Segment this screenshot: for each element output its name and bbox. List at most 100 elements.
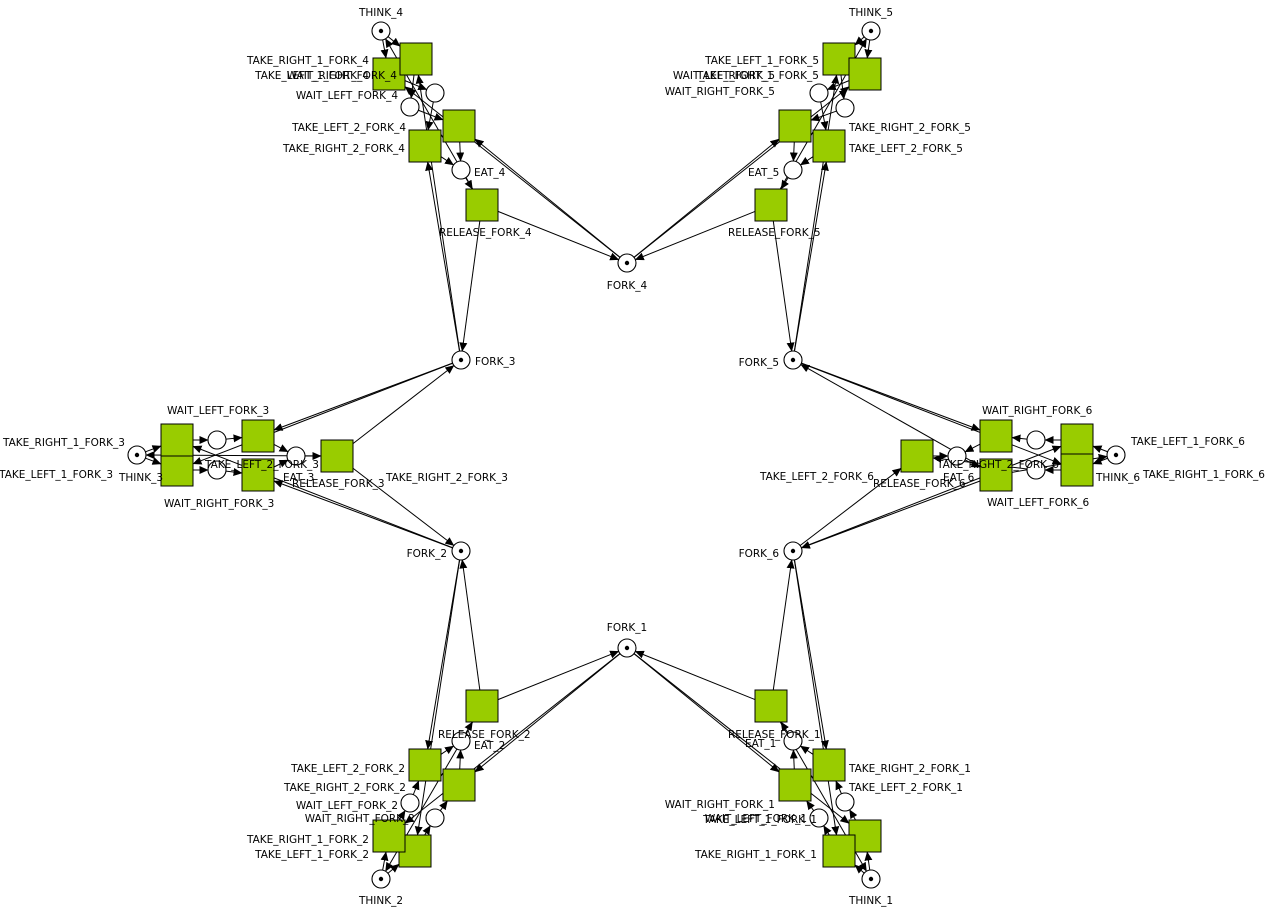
place-circle[interactable]: [783, 160, 803, 180]
transition-take-right-2-fork-2[interactable]: [442, 768, 476, 802]
place-circle[interactable]: [809, 808, 829, 828]
place-fork-5[interactable]: [783, 350, 803, 370]
arc-think-2-to-take-right-1-fork-2: [380, 851, 389, 871]
place-circle[interactable]: [451, 731, 471, 751]
transition-take-left-2-fork-6[interactable]: [900, 439, 934, 473]
place-eat-6[interactable]: [947, 446, 967, 466]
arc-wait-left-fork-3-to-take-left-2-fork-3: [225, 434, 243, 443]
place-fork-4[interactable]: [617, 253, 637, 273]
place-think-2[interactable]: [371, 869, 391, 889]
place-wait-left-fork-5[interactable]: [809, 83, 829, 103]
take-left-2-fork-2-label: TAKE_LEFT_2_FORK_2: [290, 763, 405, 775]
place-wait-left-fork-3[interactable]: [207, 430, 227, 450]
transition-release-fork-4[interactable]: [465, 188, 499, 222]
arc-fork-3-to-take-left-1-fork-3: [192, 362, 453, 465]
wait-right-fork-4-label: WAIT_RIGHT_FORK_4: [287, 70, 398, 82]
place-circle[interactable]: [835, 792, 855, 812]
arc-fork-3-to-take-right-2-fork-4: [425, 161, 461, 352]
place-wait-right-fork-3[interactable]: [207, 460, 227, 480]
take-right-2-fork-2-label: TAKE_RIGHT_2_FORK_2: [283, 782, 406, 794]
transition-take-right-1-fork-6[interactable]: [1060, 453, 1094, 487]
transition-take-left-2-fork-3[interactable]: [241, 419, 275, 453]
release-fork-6-label: RELEASE_FORK_6: [873, 478, 966, 490]
place-wait-right-fork-2[interactable]: [425, 808, 445, 828]
place-circle[interactable]: [835, 98, 855, 118]
transition-take-left-1-fork-3[interactable]: [160, 453, 194, 487]
arc-take-right-2-fork-5-to-eat-5: [789, 141, 798, 162]
place-circle[interactable]: [1026, 460, 1046, 480]
place-wait-left-fork-4[interactable]: [400, 97, 420, 117]
place-wait-right-fork-4[interactable]: [425, 83, 445, 103]
place-think-6[interactable]: [1106, 445, 1126, 465]
place-circle[interactable]: [809, 83, 829, 103]
transition-take-right-1-fork-4[interactable]: [399, 42, 433, 76]
place-circle[interactable]: [400, 97, 420, 117]
place-think-4[interactable]: [371, 21, 391, 41]
transition-take-right-1-fork-3[interactable]: [160, 423, 194, 457]
nodes-layer: [127, 21, 1126, 889]
arc-fork-1-to-take-left-1-fork-1: [633, 653, 850, 824]
transition-take-right-1-fork-5[interactable]: [848, 57, 882, 91]
transition-release-fork-1[interactable]: [754, 689, 788, 723]
transition-release-fork-2[interactable]: [465, 689, 499, 723]
place-fork-2[interactable]: [451, 541, 471, 561]
transition-release-fork-3[interactable]: [320, 439, 354, 473]
transition-take-right-2-fork-6[interactable]: [979, 419, 1013, 453]
eat-1-label: EAT_1: [745, 738, 776, 750]
place-think-3[interactable]: [127, 445, 147, 465]
place-wait-left-fork-6[interactable]: [1026, 460, 1046, 480]
transition-take-right-2-fork-4[interactable]: [408, 129, 442, 163]
place-think-1[interactable]: [861, 869, 881, 889]
transition-take-right-1-fork-1[interactable]: [822, 834, 856, 868]
arc-fork-5-to-take-left-2-fork-5: [793, 161, 829, 352]
transition-take-left-2-fork-4[interactable]: [442, 109, 476, 143]
arc-wait-right-fork-6-to-take-right-2-fork-6: [1011, 434, 1028, 443]
place-circle[interactable]: [425, 83, 445, 103]
place-think-5[interactable]: [861, 21, 881, 41]
place-eat-3[interactable]: [286, 446, 306, 466]
transition-take-right-2-fork-3[interactable]: [241, 458, 275, 492]
place-fork-6[interactable]: [783, 541, 803, 561]
arc-take-left-2-fork-5-to-eat-5: [800, 156, 814, 166]
token-dot: [868, 28, 874, 34]
place-eat-5[interactable]: [783, 160, 803, 180]
place-circle[interactable]: [286, 446, 306, 466]
place-wait-left-fork-1[interactable]: [809, 808, 829, 828]
place-wait-left-fork-2[interactable]: [400, 793, 420, 813]
arc-fork-1-to-take-left-2-fork-1: [633, 653, 780, 773]
place-fork-1[interactable]: [617, 638, 637, 658]
place-wait-right-fork-6[interactable]: [1026, 430, 1046, 450]
place-eat-4[interactable]: [451, 160, 471, 180]
transition-release-fork-6[interactable]: [979, 458, 1013, 492]
transition-release-fork-5[interactable]: [754, 188, 788, 222]
transition-take-left-1-fork-6[interactable]: [1060, 423, 1094, 457]
arc-eat-5-to-release-fork-5: [780, 177, 789, 190]
token-dot: [458, 548, 464, 554]
place-circle[interactable]: [451, 160, 471, 180]
place-wait-right-fork-1[interactable]: [835, 792, 855, 812]
transition-take-left-2-fork-1[interactable]: [778, 768, 812, 802]
token-dot: [868, 876, 874, 882]
transition-take-right-2-fork-5[interactable]: [778, 109, 812, 143]
place-circle[interactable]: [947, 446, 967, 466]
take-right-2-fork-3-label: TAKE_RIGHT_2_FORK_3: [385, 472, 508, 484]
place-circle[interactable]: [1026, 430, 1046, 450]
take-right-1-fork-3-label: TAKE_RIGHT_1_FORK_3: [2, 437, 125, 449]
place-circle[interactable]: [783, 731, 803, 751]
token-dot: [134, 452, 140, 458]
place-circle[interactable]: [207, 460, 227, 480]
wait-right-fork-3-label: WAIT_RIGHT_FORK_3: [164, 498, 274, 510]
transition-take-left-2-fork-5[interactable]: [812, 129, 846, 163]
arc-think-1-to-take-right-1-fork-1: [854, 864, 865, 874]
place-fork-3[interactable]: [451, 350, 471, 370]
transition-take-right-2-fork-1[interactable]: [812, 748, 846, 782]
transition-take-left-2-fork-2[interactable]: [408, 748, 442, 782]
place-eat-1[interactable]: [783, 731, 803, 751]
place-wait-right-fork-5[interactable]: [835, 98, 855, 118]
transition-take-right-1-fork-2[interactable]: [372, 819, 406, 853]
place-circle[interactable]: [400, 793, 420, 813]
arc-eat-1-to-release-fork-1: [780, 721, 789, 734]
place-eat-2[interactable]: [451, 731, 471, 751]
place-circle[interactable]: [425, 808, 445, 828]
place-circle[interactable]: [207, 430, 227, 450]
